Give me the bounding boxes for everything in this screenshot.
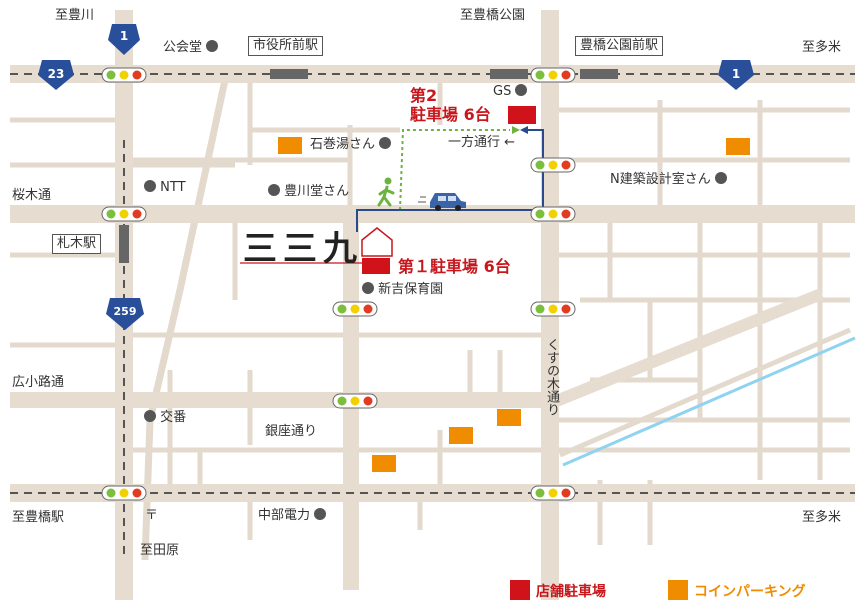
ginza-dori-label: 銀座通り [265,424,318,439]
shinyoshi-hoikuen-landmark: 新吉保育園 [362,282,443,298]
route-259-shield: 259 [110,298,140,328]
route-1-number-right: 1 [731,67,741,81]
walk-route [399,129,510,211]
route-23-shield: 23 [41,60,71,90]
traffic-lights [101,67,576,501]
coin-parking-legend-label: コインパーキング [694,584,806,600]
to-toyohashi-station-label: 至豊橋駅 [12,510,65,525]
dot-icon [314,508,327,520]
sakuragi-dori-label: 桜木通 [12,188,52,203]
dot-icon [714,172,727,184]
dot-icon [379,137,392,149]
to-tahara-label: 至田原 [140,543,180,558]
dot-icon [206,40,219,52]
route-1-shield: 1 [109,22,139,52]
ishimakiyu-label: 石巻湯さん [310,137,376,152]
fudagi-station-label: 札木駅 [52,234,102,254]
to-tama-top-label: 至多米 [802,40,842,55]
parking-2-line1: 第2 [410,86,438,105]
toyohashi-koen-mae-station-label: 豊橋公園前駅 [575,36,664,56]
traffic-light-icon [530,67,576,83]
to-toyokawa-label: 至豊川 [55,8,95,23]
dot-icon [515,84,528,96]
traffic-light-icon [332,301,378,317]
ishimakiyu-landmark: 石巻湯さん [310,137,392,153]
dot-icon [144,180,156,192]
koban-landmark: 交番 [144,410,186,426]
toyokawado-label: 豊川堂さん [284,184,350,199]
parking-1-label: 第１駐車場 6台 [398,257,511,276]
traffic-light-icon [101,206,147,222]
chubu-denryoku-label: 中部電力 [258,508,311,523]
dot-icon [268,184,280,196]
to-toyohashi-park-label: 至豊橋公園 [460,8,526,23]
coin-parking-markers [278,137,750,472]
walk-arrow-icon [512,126,520,134]
n-kenchiku-landmark: N建築設計室さん [610,172,727,188]
shop-logo: 三三九 [243,229,363,269]
coin-parking-swatch [668,580,688,600]
one-way-label: 一方通行 ← [448,135,516,150]
koban-label: 交番 [160,410,187,425]
dot-icon [362,282,374,294]
parking-1-marker [362,258,390,274]
traffic-light-icon [332,393,378,409]
kusunoki-dori-label: くすの木通り [544,338,559,416]
traffic-light-icon [530,206,576,222]
route-1-number: 1 [119,29,129,43]
parking-2-label: 第2 駐車場 6台 [410,86,491,124]
ntt-label: NTT [160,180,186,195]
traffic-light-icon [530,157,576,173]
traffic-light-icon [530,485,576,501]
traffic-light-icon [101,67,147,83]
kokaido-landmark: 公会堂 [163,40,219,56]
n-kenchiku-label: N建築設計室さん [610,172,711,187]
legend-coin-parking: コインパーキング [668,580,806,602]
shiyakushomae-station-label: 市役所前駅 [248,36,324,56]
to-tama-bottom-label: 至多米 [802,510,842,525]
drive-arrow-icon [520,126,528,134]
chubu-denryoku-landmark: 中部電力 [258,508,327,524]
parking-2-line2: 駐車場 6台 [410,105,491,124]
toyokawado-landmark: 豊川堂さん [268,184,349,200]
post-office-mark: 〒 [145,508,159,523]
diagonal-road-right [559,327,851,458]
dot-icon [144,410,156,422]
route-shields [38,24,754,330]
route-259-number: 259 [113,305,137,318]
river [562,336,856,467]
hirokoji-dori-label: 広小路通 [12,375,65,390]
kokaido-label: 公会堂 [163,40,203,55]
minor-roads [10,80,850,545]
gs-label: GS [493,84,512,99]
legend-store-parking: 店舗駐車場 [510,580,606,602]
shinyoshi-hoikuen-label: 新吉保育園 [378,282,444,297]
house-icon [361,227,393,257]
route-1-shield-right: 1 [721,60,751,90]
route-23-number: 23 [47,67,65,81]
parking-2-marker [508,106,536,124]
store-parking-swatch [510,580,530,600]
traffic-light-icon [101,485,147,501]
store-parking-legend-label: 店舗駐車場 [536,584,606,600]
ntt-landmark: NTT [144,180,186,196]
gs-landmark: GS [493,84,528,100]
car-icon [418,193,466,211]
walker-icon [377,177,395,207]
traffic-light-icon [530,301,576,317]
